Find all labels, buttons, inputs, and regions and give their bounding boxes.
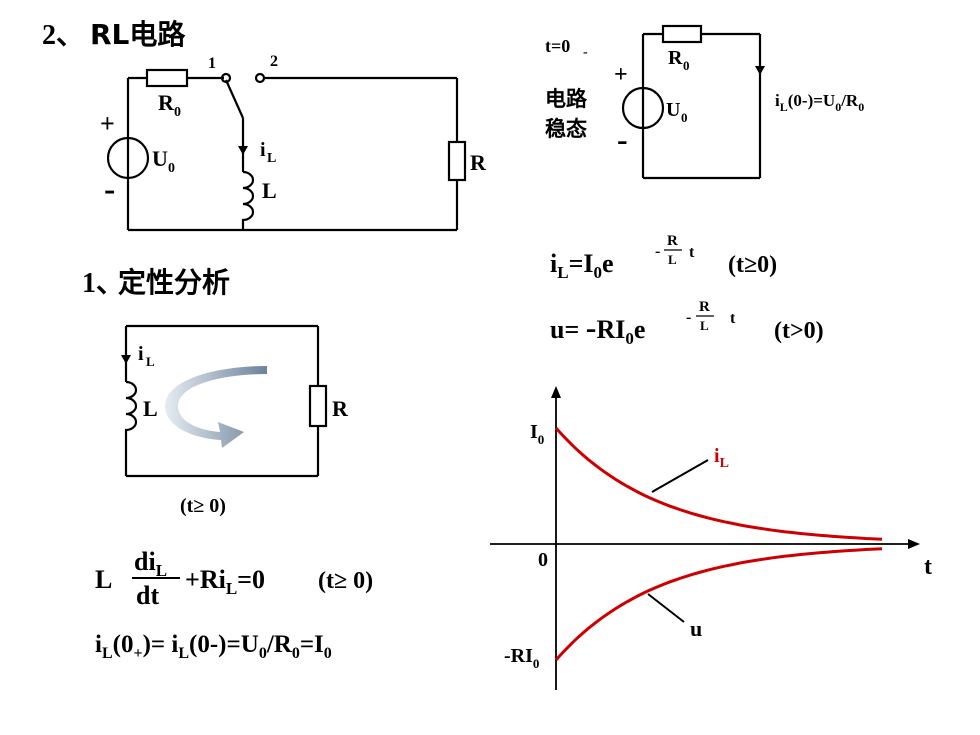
- current-arrow-steady: [755, 66, 765, 75]
- slide-heading: 2、 RL电路: [42, 18, 186, 51]
- y-axis-arrow: [551, 386, 561, 398]
- svg-text:R: R: [470, 150, 487, 175]
- switch-blade: [224, 79, 245, 119]
- svg-text:-: -: [617, 121, 628, 157]
- svg-text:L: L: [700, 318, 709, 333]
- svg-text:U: U: [666, 99, 680, 121]
- svg-text:2: 2: [270, 53, 278, 70]
- y-tick-neg-ri0: -RI0: [504, 645, 539, 671]
- svg-text:L: L: [267, 151, 276, 166]
- formula-il-solution: iL=I0e - R L t (t≥0): [550, 233, 777, 282]
- svg-text:0: 0: [681, 110, 688, 125]
- switch-contact-2: [254, 72, 266, 84]
- series-u-curve: [554, 547, 883, 662]
- resistor-r0: [145, 68, 189, 88]
- rl-switching-circuit: [106, 68, 467, 232]
- svg-text:RL电路: RL电路: [90, 18, 186, 51]
- circulation-arrow-icon: [165, 366, 267, 448]
- circuit3-labels: i L L R (t≥ 0): [138, 343, 349, 517]
- svg-text:0: 0: [174, 105, 181, 120]
- resistor-r: [447, 140, 467, 182]
- svg-text:-: -: [686, 309, 691, 326]
- svg-text:1、: 1、: [82, 268, 124, 299]
- svg-text:i: i: [138, 343, 144, 365]
- circuit2-labels: t=0 - 电路 稳态 R 0 + - U 0 iL(0-)=U0/R0: [545, 36, 864, 157]
- series-il-label: iL: [714, 445, 729, 471]
- u-leader-line: [647, 593, 685, 623]
- svg-text:u= -RI0e: u= -RI0e: [550, 309, 645, 348]
- series-il-curve: [554, 426, 883, 541]
- svg-text:+: +: [614, 62, 628, 88]
- svg-text:dt: dt: [136, 581, 159, 610]
- svg-text:L: L: [95, 565, 112, 594]
- svg-text:t: t: [689, 244, 695, 261]
- y-tick-zero: 0: [538, 549, 548, 571]
- svg-text:L: L: [143, 396, 158, 421]
- svg-text:diL: diL: [134, 547, 167, 580]
- svg-text:+RiL=0: +RiL=0: [185, 565, 265, 598]
- svg-text:(t≥ 0): (t≥ 0): [180, 495, 226, 517]
- svg-text:电路: 电路: [545, 87, 588, 111]
- initial-condition: iL(0+)= iL(0-)=U0/R0=I0: [95, 631, 332, 662]
- svg-text:+: +: [100, 109, 115, 138]
- svg-text:0: 0: [683, 58, 690, 73]
- svg-text:L: L: [668, 252, 677, 267]
- steady-state-circuit: [621, 24, 762, 180]
- formula-u-solution: u= -RI0e - R L t (t>0): [550, 299, 824, 348]
- x-axis-label: t: [924, 554, 932, 580]
- svg-text:R: R: [332, 396, 349, 421]
- il-leader-line: [651, 459, 709, 493]
- svg-text:t: t: [730, 310, 736, 327]
- svg-text:-: -: [583, 45, 588, 60]
- differential-equation: L diL dt +RiL=0 (t≥ 0): [95, 547, 373, 610]
- svg-text:iL(0+)= iL(0-)=U0/R0=I0: iL(0+)= iL(0-)=U0/R0=I0: [95, 631, 332, 662]
- series-u-label: u: [690, 616, 702, 641]
- svg-text:稳态: 稳态: [545, 117, 587, 141]
- svg-text:t=0: t=0: [545, 36, 570, 56]
- svg-text:L: L: [146, 354, 155, 369]
- resistor-r0-steady: [661, 24, 703, 44]
- svg-text:2、: 2、: [42, 20, 84, 51]
- y-tick-i0: I0: [530, 421, 544, 447]
- svg-text:L: L: [262, 178, 277, 203]
- svg-text:(t≥0): (t≥0): [728, 252, 777, 278]
- svg-text:定性分析: 定性分析: [118, 266, 230, 299]
- svg-text:R: R: [667, 233, 678, 249]
- svg-text:U: U: [152, 146, 168, 171]
- svg-text:R: R: [668, 47, 683, 69]
- svg-text:R: R: [699, 299, 710, 315]
- svg-text:i: i: [260, 139, 266, 161]
- section-title: 1、 定性分析: [82, 266, 230, 299]
- current-arrow-il: [238, 146, 248, 155]
- x-axis-arrow: [908, 539, 920, 549]
- svg-text:(t≥ 0): (t≥ 0): [318, 568, 373, 594]
- svg-text:iL(0-)=U0/R0: iL(0-)=U0/R0: [775, 91, 864, 114]
- svg-text:-: -: [104, 171, 115, 208]
- inductor-l-discharge: [124, 380, 138, 476]
- decay-chart: iL u I0 0 -RI0 t: [490, 386, 932, 690]
- svg-text:-: -: [655, 243, 660, 260]
- current-arrow-discharge: [121, 355, 131, 364]
- svg-text:(t>0): (t>0): [774, 318, 824, 344]
- svg-text:R: R: [158, 90, 175, 115]
- discharge-circuit: [124, 324, 328, 478]
- inductor-l: [241, 170, 255, 230]
- svg-text:1: 1: [208, 55, 216, 72]
- svg-text:iL=I0e: iL=I0e: [550, 249, 614, 282]
- svg-text:0: 0: [168, 161, 175, 176]
- circuit1-labels: 1 2 R 0 R + - U 0 i L L: [100, 53, 487, 208]
- resistor-r-discharge: [308, 384, 328, 428]
